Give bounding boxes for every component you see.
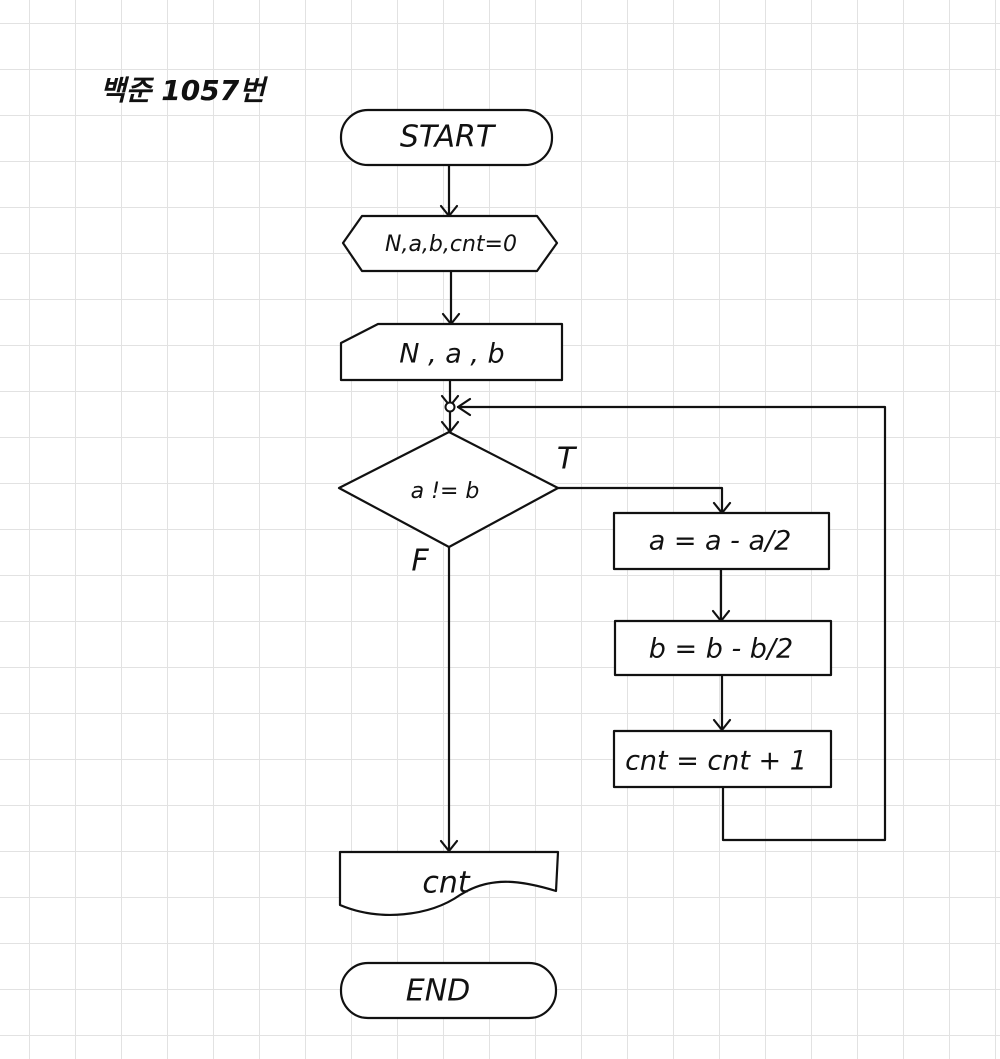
init-label: N,a,b,cnt=0 — [385, 232, 517, 257]
connectors — [439, 164, 887, 853]
input-label: N , a , b — [399, 339, 504, 370]
junction-node — [444, 401, 456, 413]
edge-loop-back — [456, 405, 887, 842]
start-label: START — [400, 120, 497, 155]
end-label: END — [406, 974, 471, 1009]
page-title: 백준 1057번 — [100, 74, 268, 107]
false-label: F — [411, 544, 429, 579]
arrowhead — [456, 397, 472, 417]
output-label: cnt — [422, 866, 471, 901]
edge-true — [556, 486, 724, 514]
process-a: a = a - a/2 — [612, 511, 831, 571]
start-terminal: START — [339, 108, 554, 167]
condition-label: a != b — [411, 479, 480, 504]
input-node: N , a , b — [339, 322, 564, 382]
end-terminal: END — [339, 961, 558, 1020]
decision-node: a != b — [337, 430, 560, 549]
process-b: b = b - b/2 — [613, 619, 833, 677]
true-label: T — [557, 442, 578, 477]
output-document: cnt — [338, 850, 560, 916]
process-a-label: a = a - a/2 — [649, 526, 792, 557]
process-b-label: b = b - b/2 — [649, 634, 793, 665]
init-preparation: N,a,b,cnt=0 — [341, 214, 559, 273]
process-cnt-label: cnt = cnt + 1 — [625, 746, 807, 777]
process-cnt: cnt = cnt + 1 — [612, 729, 833, 789]
